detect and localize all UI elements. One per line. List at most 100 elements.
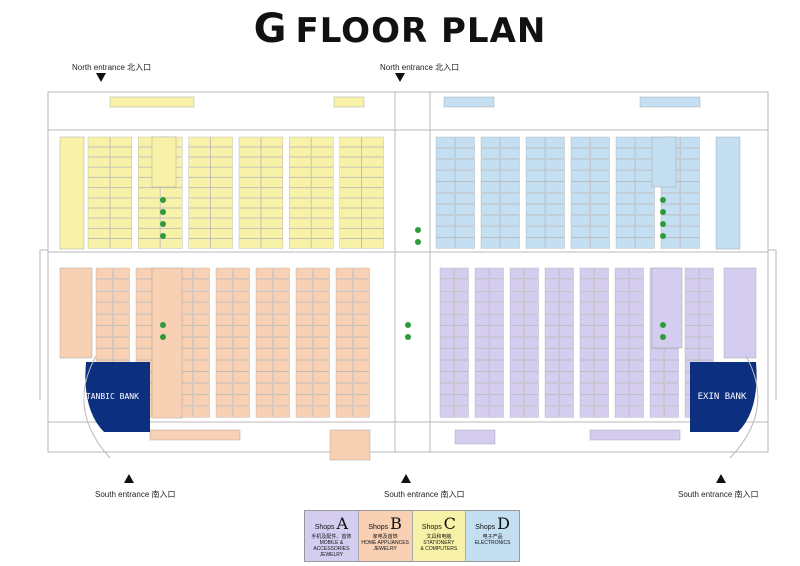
stall-B-4-2-2[interactable]	[232, 279, 250, 291]
stall-A-8-8-1[interactable]	[684, 348, 700, 360]
stall-B-5-3-1[interactable]	[255, 290, 273, 303]
stall-C-4-1-1[interactable]	[238, 136, 261, 147]
stall-D-1-8-1[interactable]	[435, 215, 456, 227]
stall-A-1-2-1[interactable]	[439, 279, 455, 291]
stall-C-2-11-1[interactable]	[138, 238, 161, 249]
stall-D-4-8-2[interactable]	[590, 215, 610, 227]
stall-D-4-9-2[interactable]	[590, 226, 610, 238]
stall-B-6-2-2[interactable]	[312, 279, 330, 291]
stall-C-4-3-1[interactable]	[238, 157, 261, 168]
stall-D-6-5-2[interactable]	[680, 181, 700, 193]
stall-A-6-4-2[interactable]	[629, 302, 644, 314]
stall-C-4-9-1[interactable]	[238, 218, 261, 229]
stall-D-2-8-1[interactable]	[480, 215, 501, 227]
stall-B-6-3-2[interactable]	[312, 290, 330, 303]
stall-A-5-5-1[interactable]	[579, 314, 595, 326]
stall-B-5-11-2[interactable]	[272, 383, 290, 395]
stall-C-3-9-2[interactable]	[210, 218, 233, 229]
stall-D-1-2-1[interactable]	[435, 148, 456, 159]
stall-D-3-6-1[interactable]	[525, 192, 546, 204]
center-strip-d[interactable]	[651, 136, 677, 188]
stall-B-2-2-1[interactable]	[135, 279, 153, 291]
stall-A-5-5-2[interactable]	[594, 314, 609, 326]
stall-D-1-4-2[interactable]	[455, 170, 475, 182]
stall-A-8-1-1[interactable]	[684, 267, 700, 280]
stall-B-4-5-2[interactable]	[232, 314, 250, 326]
stall-B-1-2-2[interactable]	[112, 279, 130, 291]
stall-D-5-1-2[interactable]	[635, 136, 655, 148]
stall-B-6-5-2[interactable]	[312, 314, 330, 326]
stall-C-4-11-1[interactable]	[238, 238, 261, 249]
stall-D-3-9-2[interactable]	[545, 226, 565, 238]
stall-C-4-3-2[interactable]	[261, 157, 284, 168]
stall-C-5-7-1[interactable]	[289, 197, 312, 208]
stall-C-1-8-2[interactable]	[110, 208, 133, 219]
center-strip-b[interactable]	[151, 267, 183, 419]
stall-A-2-4-2[interactable]	[489, 302, 504, 314]
stall-B-3-8-2[interactable]	[192, 348, 210, 360]
stall-A-2-12-1[interactable]	[474, 394, 490, 406]
stall-A-6-12-1[interactable]	[614, 394, 630, 406]
stall-A-6-12-2[interactable]	[629, 394, 644, 406]
stall-B-5-9-1[interactable]	[255, 360, 273, 372]
stall-B-5-6-1[interactable]	[255, 325, 273, 337]
stall-B-5-7-2[interactable]	[272, 337, 290, 349]
stall-D-4-7-2[interactable]	[590, 204, 610, 215]
stall-A-1-1-1[interactable]	[439, 267, 455, 280]
stall-A-2-2-1[interactable]	[474, 279, 490, 291]
stall-B-2-5-1[interactable]	[135, 314, 153, 326]
stall-D-4-4-2[interactable]	[590, 170, 610, 182]
stall-A-7-9-2[interactable]	[664, 360, 679, 372]
stall-C-4-10-1[interactable]	[238, 228, 261, 239]
east-strip-a[interactable]	[723, 267, 757, 359]
stall-A-7-9-1[interactable]	[649, 360, 665, 372]
stall-B-7-2-1[interactable]	[335, 279, 353, 291]
stall-C-1-1-2[interactable]	[110, 136, 133, 147]
stall-A-5-3-2[interactable]	[594, 290, 609, 303]
stall-A-8-2-2[interactable]	[699, 279, 714, 291]
stall-A-4-5-1[interactable]	[544, 314, 560, 326]
stall-A-3-10-2[interactable]	[524, 371, 539, 383]
stall-A-5-6-2[interactable]	[594, 325, 609, 337]
stall-D-3-10-1[interactable]	[525, 237, 546, 249]
stall-C-6-10-1[interactable]	[339, 228, 362, 239]
stall-A-4-10-2[interactable]	[559, 371, 574, 383]
stall-A-5-4-1[interactable]	[579, 302, 595, 314]
stall-B-5-12-1[interactable]	[255, 394, 273, 406]
stall-B-3-11-2[interactable]	[192, 383, 210, 395]
stall-A-6-2-2[interactable]	[629, 279, 644, 291]
stall-D-2-6-2[interactable]	[500, 192, 520, 204]
stall-A-4-5-2[interactable]	[559, 314, 574, 326]
stall-A-5-9-2[interactable]	[594, 360, 609, 372]
stall-A-7-11-1[interactable]	[649, 383, 665, 395]
stall-D-2-7-2[interactable]	[500, 204, 520, 215]
stall-C-4-6-1[interactable]	[238, 187, 261, 198]
stall-C-5-6-1[interactable]	[289, 187, 312, 198]
stall-A-4-11-1[interactable]	[544, 383, 560, 395]
stall-D-4-7-1[interactable]	[570, 204, 591, 215]
stall-B-7-9-2[interactable]	[352, 360, 370, 372]
stall-B-4-3-2[interactable]	[232, 290, 250, 303]
stall-C-3-8-2[interactable]	[210, 208, 233, 219]
stall-C-4-4-2[interactable]	[261, 167, 284, 178]
stall-C-3-10-1[interactable]	[188, 228, 211, 239]
stall-A-6-3-2[interactable]	[629, 290, 644, 303]
stall-A-5-1-2[interactable]	[594, 267, 609, 280]
stall-C-6-10-2[interactable]	[361, 228, 384, 239]
stall-B-6-9-1[interactable]	[295, 360, 313, 372]
stall-C-1-3-1[interactable]	[87, 157, 110, 168]
stall-C-4-2-2[interactable]	[261, 147, 284, 157]
stall-B-6-1-1[interactable]	[295, 267, 313, 280]
stall-C-1-5-1[interactable]	[87, 177, 110, 188]
stall-B-4-6-2[interactable]	[232, 325, 250, 337]
stall-D-1-10-1[interactable]	[435, 237, 456, 249]
stall-B-7-3-2[interactable]	[352, 290, 370, 303]
stall-C-6-2-1[interactable]	[339, 147, 362, 157]
stall-A-3-3-1[interactable]	[509, 290, 525, 303]
stall-A-7-12-1[interactable]	[649, 394, 665, 406]
stall-B-7-10-2[interactable]	[352, 371, 370, 383]
stall-D-2-8-2[interactable]	[500, 215, 520, 227]
stall-D-5-2-2[interactable]	[635, 148, 655, 159]
stall-A-3-7-1[interactable]	[509, 337, 525, 349]
stall-B-1-6-2[interactable]	[112, 325, 130, 337]
